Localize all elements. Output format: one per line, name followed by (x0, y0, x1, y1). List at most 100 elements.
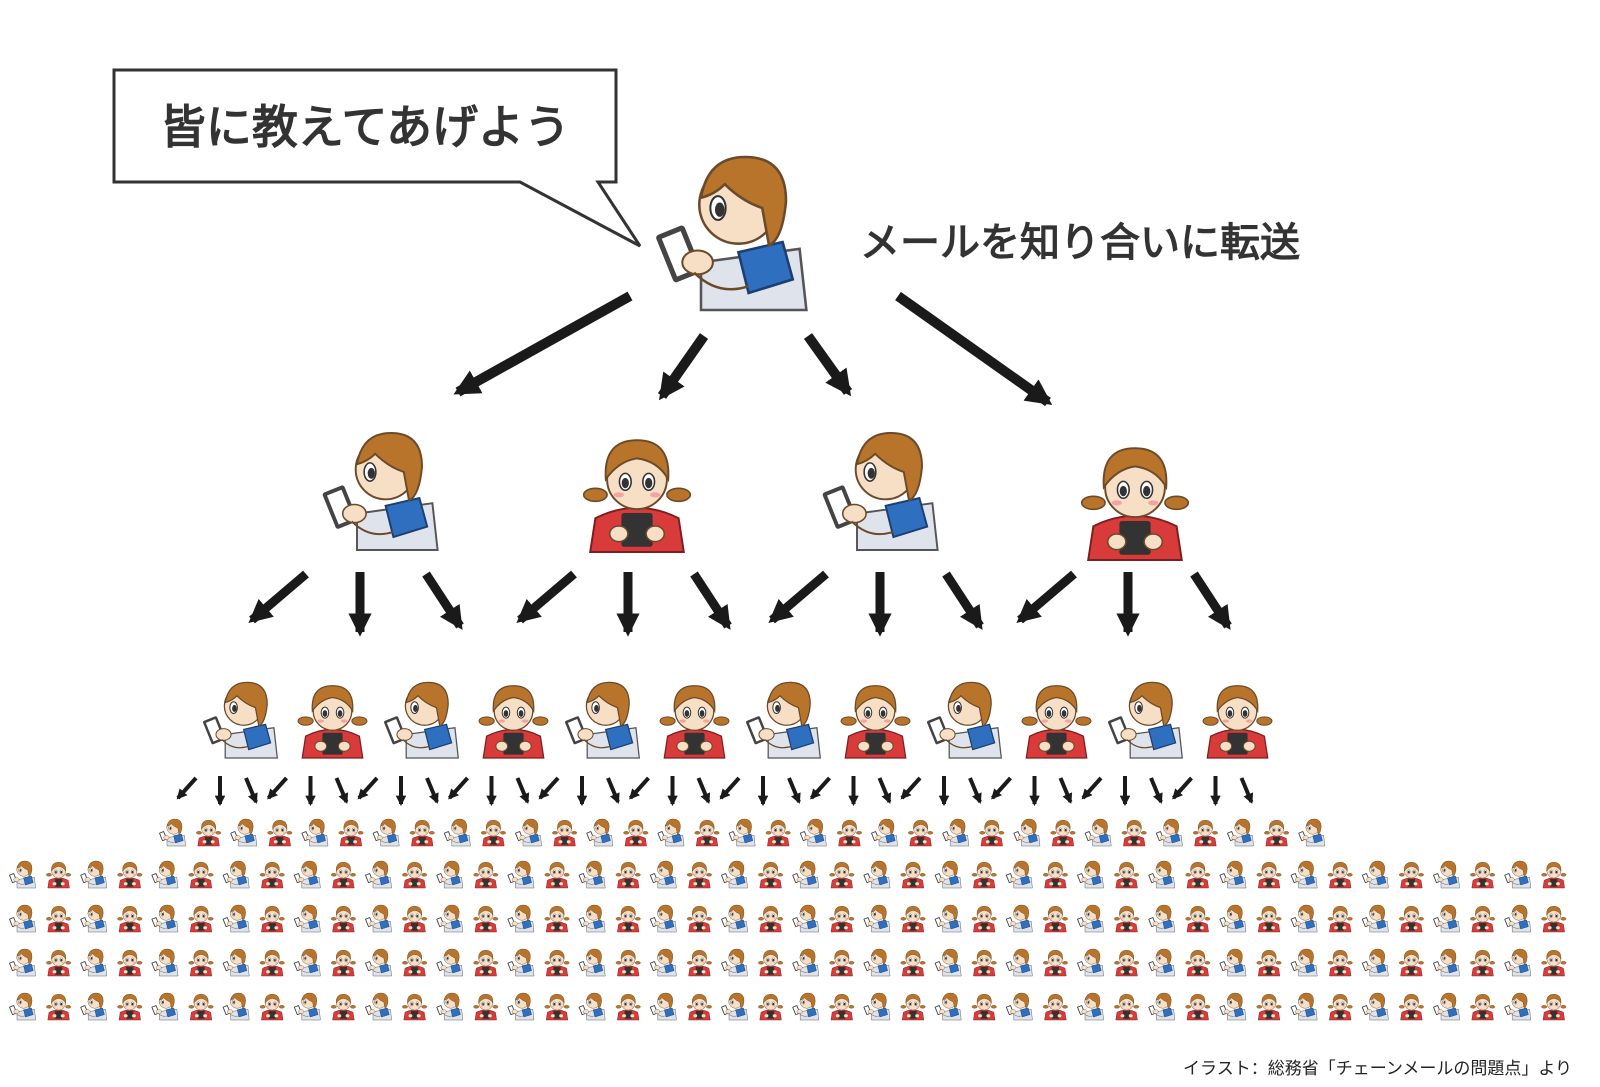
girl-with-phone-icon (1327, 861, 1353, 889)
girl-with-phone-icon (297, 685, 368, 759)
boy-with-phone-icon (1076, 948, 1104, 977)
girl-with-phone-icon (46, 905, 72, 933)
arrow-down-icon (719, 776, 741, 800)
boy-with-phone-icon (435, 904, 464, 933)
girl-with-phone-icon (900, 949, 926, 977)
girl-with-phone-icon (900, 905, 926, 933)
girl-with-phone-icon (330, 949, 356, 977)
arrow-down-icon (1058, 777, 1073, 804)
boy-with-phone-icon (1076, 860, 1104, 889)
girl-with-phone-icon (338, 819, 364, 847)
boy-with-phone-icon (1503, 860, 1532, 889)
girl-with-phone-icon (117, 861, 143, 889)
girl-with-phone-icon (1256, 993, 1282, 1021)
boy-with-phone-icon (507, 904, 535, 933)
boy-with-phone-icon (435, 860, 464, 889)
girl-with-phone-icon (840, 685, 911, 759)
boy-with-phone-icon (934, 860, 962, 889)
girl-with-phone-icon (1185, 993, 1211, 1021)
boy-with-phone-icon (514, 818, 542, 847)
girl-with-phone-icon (473, 861, 499, 889)
arrow-down-icon (357, 776, 379, 800)
boy-with-phone-icon (507, 948, 535, 977)
girl-with-phone-icon (1185, 949, 1211, 977)
arrow-down-icon (1016, 570, 1077, 624)
arrow-down-icon (657, 333, 709, 401)
boy-with-phone-icon (364, 860, 392, 889)
boy-with-phone-icon (720, 948, 748, 977)
arrow-down-icon (696, 777, 711, 804)
girl-with-phone-icon (1541, 861, 1567, 889)
girl-with-phone-icon (259, 993, 285, 1021)
girl-with-phone-icon (829, 861, 855, 889)
boy-with-phone-icon (863, 992, 891, 1021)
boy-with-phone-icon (1084, 818, 1112, 847)
girl-with-phone-icon (478, 685, 549, 759)
girl-with-phone-icon (971, 993, 997, 1021)
crowd-of-recipients (8, 818, 1567, 1021)
boy-with-phone-icon (863, 948, 891, 977)
girl-with-phone-icon (659, 685, 730, 759)
girl-with-phone-icon (117, 993, 143, 1021)
girl-with-phone-icon (544, 993, 570, 1021)
girl-with-phone-icon (758, 993, 784, 1021)
boy-with-phone-icon (222, 948, 250, 977)
arrow-down-icon (448, 776, 469, 800)
boy-with-phone-icon (934, 992, 962, 1021)
girl-with-phone-icon (544, 861, 570, 889)
arrow-down-icon (942, 571, 984, 630)
arrow-down-icon (606, 777, 620, 804)
speech-bubble: 皆に教えてあげよう (112, 68, 642, 248)
boy-with-phone-icon (1106, 681, 1184, 759)
arrow-down-icon (768, 570, 829, 624)
arrow-down-icon (690, 571, 732, 630)
boy-with-phone-icon (728, 818, 756, 847)
boy-with-phone-icon (158, 818, 186, 847)
arrow-down-icon (629, 776, 650, 800)
boy-with-phone-icon (79, 992, 108, 1021)
arrow-down-icon (1081, 776, 1103, 800)
boy-with-phone-icon (720, 992, 748, 1021)
arrow-down-icon (900, 776, 922, 800)
boy-with-phone-icon (1290, 904, 1318, 933)
girl-with-phone-icon (1327, 993, 1353, 1021)
boy-with-phone-icon (1219, 860, 1247, 889)
boy-with-phone-icon (720, 860, 748, 889)
arrow-down-icon (895, 291, 1053, 407)
girl-with-phone-icon (330, 905, 356, 933)
girl-with-phone-icon (46, 949, 72, 977)
girl-with-phone-icon (836, 819, 862, 847)
girl-with-phone-icon (473, 905, 499, 933)
boy-with-phone-icon (1361, 904, 1389, 933)
arrow-down-icon (991, 776, 1012, 800)
boy-with-phone-icon (799, 818, 827, 847)
girl-with-phone-icon (1398, 905, 1424, 933)
boy-with-phone-icon (578, 992, 606, 1021)
girl-with-phone-icon (188, 905, 214, 933)
girl-with-phone-icon (402, 905, 428, 933)
arrow-down-icon (803, 333, 853, 397)
girl-with-phone-icon (473, 949, 499, 977)
girl-with-phone-icon (900, 861, 926, 889)
boy-with-phone-icon (1290, 992, 1318, 1021)
arrow-down-icon (515, 777, 530, 804)
boy-with-phone-icon (791, 860, 820, 889)
girl-with-phone-icon (188, 949, 214, 977)
girl-with-phone-icon (1256, 861, 1282, 889)
girl-with-phone-icon (979, 819, 1005, 847)
girl-with-phone-icon (117, 905, 143, 933)
boy-with-phone-icon (863, 904, 891, 933)
boy-with-phone-icon (1147, 992, 1176, 1021)
boy-with-phone-icon (744, 681, 822, 759)
arrow-down-icon (538, 776, 560, 800)
boy-with-phone-icon (8, 860, 36, 889)
arrow-down-icon (968, 777, 982, 804)
arrow-down-icon (1190, 571, 1232, 630)
girl-with-phone-icon (544, 949, 570, 977)
girl-with-phone-icon (1185, 905, 1211, 933)
first-level-arrows (453, 291, 1053, 407)
girl-with-phone-icon (1185, 861, 1211, 889)
boy-with-phone-icon (293, 992, 321, 1021)
boy-with-phone-icon (1147, 904, 1176, 933)
boy-with-phone-icon (222, 860, 250, 889)
